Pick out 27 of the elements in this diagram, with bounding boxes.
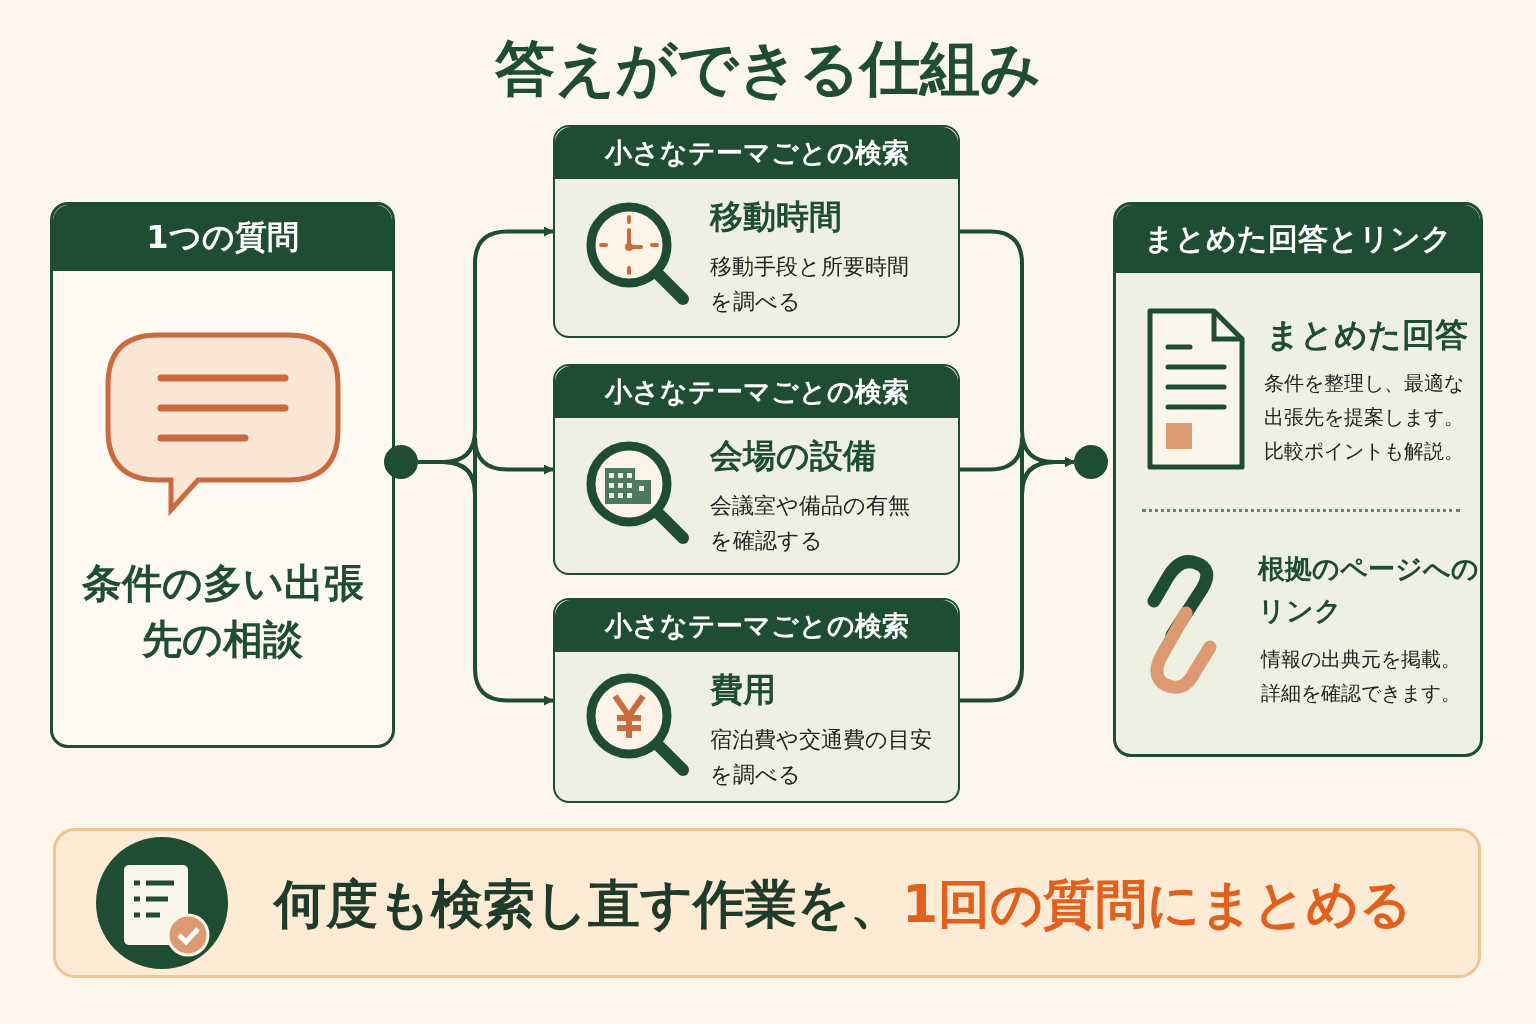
search-card <box>553 598 960 803</box>
junction-dot <box>1074 445 1108 479</box>
answer-card <box>1113 202 1483 757</box>
header-bar: 1つの質問 <box>53 205 392 271</box>
arrow <box>418 460 554 706</box>
section-heading: 根拠のページへのリンク <box>1258 552 1480 628</box>
topic-heading: 移動時間 <box>710 196 842 238</box>
header-bar: まとめた回答とリンク <box>1116 205 1480 273</box>
section-text: 情報の出典元を掲載。詳細を確認できます。 <box>1261 647 1462 707</box>
topic-description: 移動手段と所要時間を調べる <box>710 253 910 316</box>
summary-banner <box>53 828 1481 978</box>
title: 答えができる仕組み <box>495 33 1041 103</box>
topic-description: 宿泊費や交通費の目安を調べる <box>710 726 933 789</box>
header-bar: 小さなテーマごとの検索 <box>555 600 958 652</box>
topic-description: 会議室や備品の有無を確認する <box>710 492 911 555</box>
topic-heading: 会場の設備 <box>710 435 876 477</box>
question-card <box>50 202 395 748</box>
header-bar: 小さなテーマごとの検索 <box>555 127 958 179</box>
junction-dot <box>384 445 418 479</box>
search-card <box>553 364 960 575</box>
question-text: 条件の多い出張先の相談 <box>80 559 365 664</box>
topic-heading: 費用 <box>710 669 776 711</box>
section-text: 条件を整理し、最適な出張先を提案します。比較ポイントも解説。 <box>1264 371 1465 465</box>
section-heading: まとめた回答 <box>1266 314 1468 356</box>
search-card <box>553 125 960 338</box>
header-bar: 小さなテーマごとの検索 <box>555 366 958 418</box>
summary-statement: 何度も検索し直す作業を、1回の質問にまとめる <box>274 873 1413 936</box>
